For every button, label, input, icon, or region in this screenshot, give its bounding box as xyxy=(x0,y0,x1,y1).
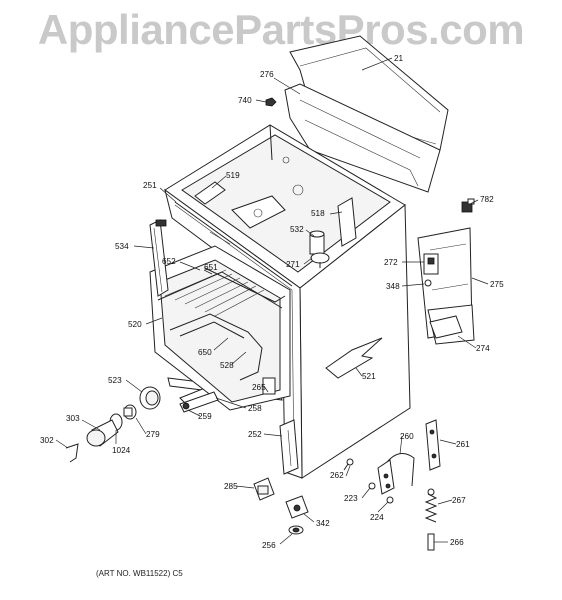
callout: 303 xyxy=(66,414,80,423)
hinge-pins xyxy=(368,482,394,504)
wire-plug xyxy=(461,198,475,213)
callout: 251 xyxy=(143,181,157,190)
callout: 285 xyxy=(224,482,238,491)
control-housing xyxy=(417,227,475,345)
callout: 651 xyxy=(204,263,218,272)
hinge-spring xyxy=(424,488,438,523)
callout: 261 xyxy=(456,440,470,449)
nut-fitting xyxy=(265,97,277,107)
thermostat-fitting xyxy=(309,230,330,268)
callout-labels: 21 276 740 782 519 251 518 532 534 652 6… xyxy=(40,54,504,550)
callout: 1024 xyxy=(112,446,131,455)
callout: 521 xyxy=(362,372,376,381)
screw-fitting xyxy=(343,458,354,471)
callout: 652 xyxy=(162,257,176,266)
callout: 258 xyxy=(248,404,262,413)
spring-link xyxy=(427,533,435,551)
rear-wall-panel xyxy=(284,83,441,193)
hinge-arm xyxy=(425,419,441,471)
callout: 262 xyxy=(330,471,344,480)
callout: 276 xyxy=(260,70,274,79)
callout: 518 xyxy=(311,209,325,218)
watermark: AppliancePartsPros.com xyxy=(37,6,525,53)
callout: 252 xyxy=(248,430,262,439)
callout: 267 xyxy=(452,496,466,505)
callout: 275 xyxy=(490,280,504,289)
callout: 740 xyxy=(238,96,252,105)
callout: 271 xyxy=(286,260,300,269)
callout: 223 xyxy=(344,494,358,503)
callout: 302 xyxy=(40,436,54,445)
oven-rack-frame xyxy=(149,245,291,411)
callout: 274 xyxy=(476,344,490,353)
art-number: (ART NO. WB11522) C5 xyxy=(96,569,183,578)
door-frame-strip xyxy=(149,219,169,297)
callout: 256 xyxy=(262,541,276,550)
callout: 348 xyxy=(386,282,400,291)
door-hinge xyxy=(377,453,415,495)
callout: 266 xyxy=(450,538,464,547)
callout: 260 xyxy=(400,432,414,441)
callout: 782 xyxy=(480,195,494,204)
callout: 532 xyxy=(290,225,304,234)
lamp-assembly xyxy=(65,386,161,463)
hinge-receiver xyxy=(279,419,299,475)
callout: 520 xyxy=(128,320,142,329)
callout: 279 xyxy=(146,430,160,439)
leveling-leg xyxy=(253,477,275,501)
callout: 272 xyxy=(384,258,398,267)
callout: 650 xyxy=(198,348,212,357)
callout: 342 xyxy=(316,519,330,528)
bottom-bracket xyxy=(179,391,219,413)
callout: 528 xyxy=(220,361,234,370)
callout: 259 xyxy=(198,412,212,421)
callout: 21 xyxy=(394,54,404,63)
anti-tip-bracket xyxy=(285,495,309,535)
support-clip xyxy=(262,377,276,395)
callout: 523 xyxy=(108,376,122,385)
callout: 519 xyxy=(226,171,240,180)
callout: 265 xyxy=(252,383,266,392)
callout: 534 xyxy=(115,242,129,251)
leader-lines xyxy=(55,57,489,545)
callout: 224 xyxy=(370,513,384,522)
